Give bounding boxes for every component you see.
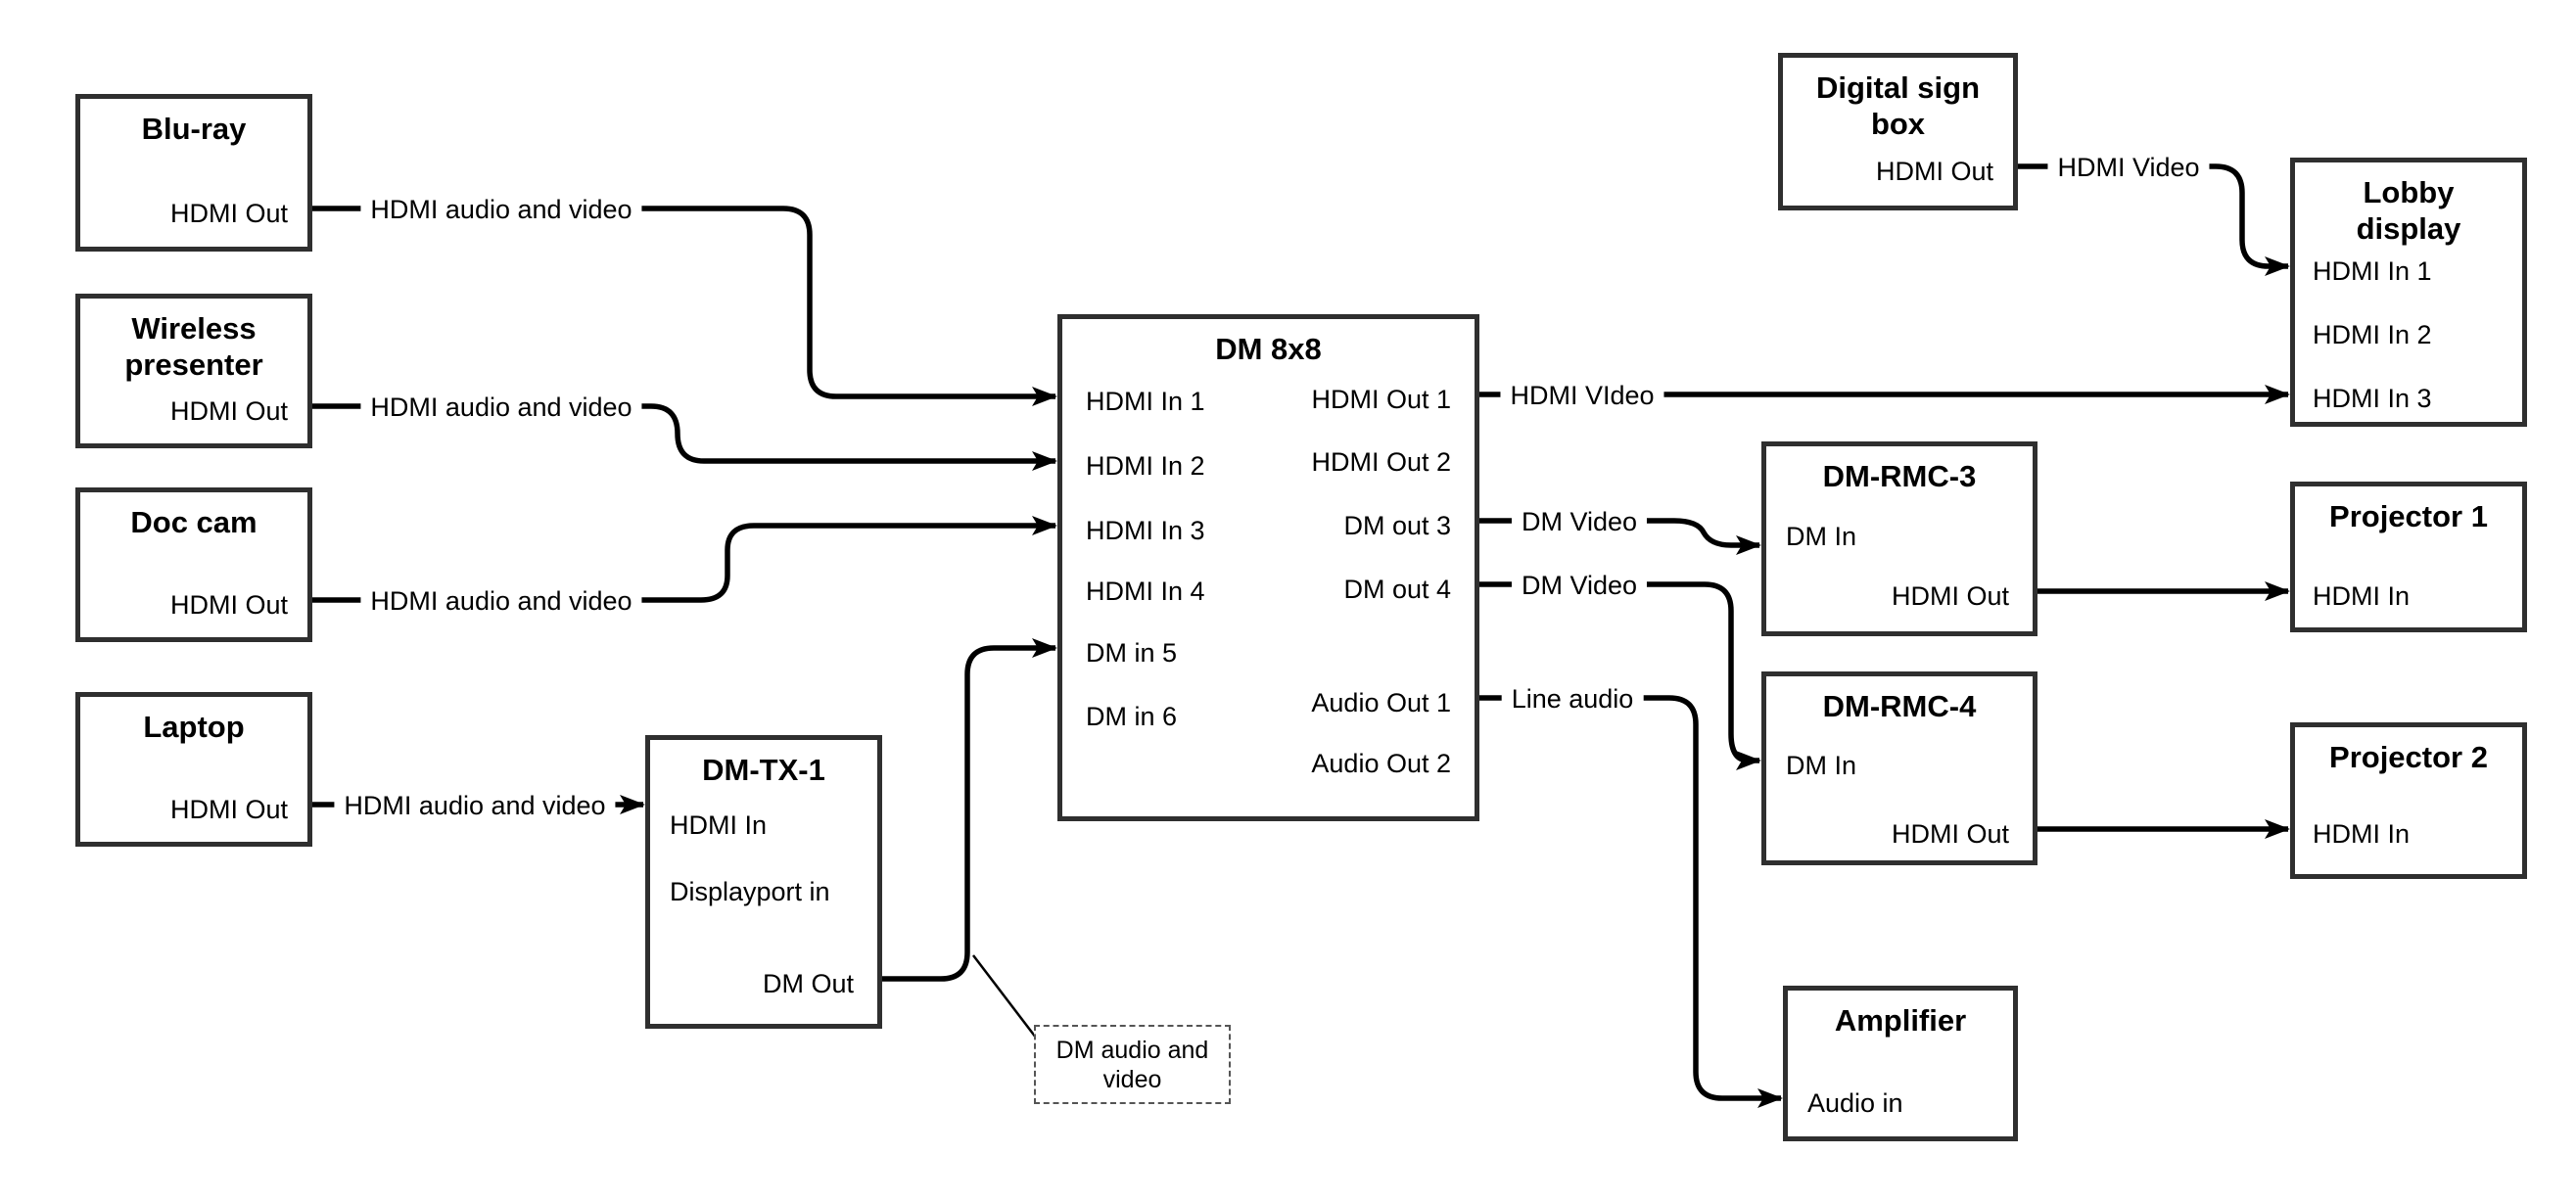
wire-dm8x8-out4-to-dmrmc4	[1479, 581, 1761, 770]
node-title: Laptop	[143, 710, 245, 744]
port-hdmi-out: HDMI Out	[169, 199, 288, 228]
node-title: Blu-ray	[141, 112, 247, 146]
node-title: Amplifier	[1834, 1003, 1967, 1038]
wire-doccam-to-dm8x8-in3	[312, 516, 1057, 603]
port-audio-out-2: Audio Out 2	[1311, 749, 1451, 778]
wire-label-hdmi-video-lobby: HDMI VIdeo	[1500, 379, 1664, 412]
wire-dm8x8-aout1-to-amplifier	[1479, 695, 1783, 1108]
node-amplifier: Amplifier Audio in	[1783, 986, 2018, 1141]
wire-wireless-to-dm8x8-in2	[312, 403, 1057, 471]
port-hdmi-out-1: HDMI Out 1	[1311, 385, 1451, 414]
wire-label-line-audio: Line audio	[1501, 682, 1644, 716]
port-audio-out-1: Audio Out 1	[1311, 688, 1451, 717]
wire-label-dm-video-3: DM Video	[1511, 505, 1648, 538]
port-dm-in: DM In	[1786, 751, 1857, 780]
node-dm-8x8-switcher: DM 8x8 HDMI In 1 HDMI In 2 HDMI In 3 HDM…	[1057, 314, 1479, 821]
node-dm-tx-1: DM-TX-1 HDMI In Displayport in DM Out	[645, 735, 882, 1029]
wire-digitalsign-to-lobby-in1	[2018, 163, 2290, 276]
port-hdmi-in-2: HDMI In 2	[2313, 320, 2432, 349]
node-digital-sign-box: Digital sign box HDMI Out	[1778, 53, 2018, 210]
wire-label-hdmi-av-doccam: HDMI audio and video	[360, 584, 642, 618]
port-displayport-in: Displayport in	[670, 877, 830, 906]
port-dm-in-5: DM in 5	[1086, 638, 1178, 668]
node-title: DM 8x8	[1215, 332, 1322, 366]
port-hdmi-out-2: HDMI Out 2	[1311, 447, 1451, 477]
port-hdmi-out: HDMI Out	[169, 590, 288, 620]
wire-bluray-to-dm8x8-in1	[312, 206, 1057, 406]
node-blu-ray: Blu-ray HDMI Out	[75, 94, 312, 252]
node-title: DM-TX-1	[702, 753, 825, 787]
node-dm-rmc-3: DM-RMC-3 DM In HDMI Out	[1761, 441, 2037, 636]
port-hdmi-in-1: HDMI In 1	[1086, 387, 1205, 416]
node-title: Wireless presenter	[124, 311, 263, 382]
node-title: Digital sign box	[1815, 70, 1981, 141]
port-hdmi-in: HDMI In	[2313, 819, 2411, 849]
node-doc-cam: Doc cam HDMI Out	[75, 487, 312, 642]
port-dm-out-4: DM out 4	[1343, 575, 1451, 604]
node-title: Projector 1	[2329, 499, 2488, 533]
wire-label-hdmi-av-bluray: HDMI audio and video	[360, 193, 642, 226]
node-lobby-display: Lobby display HDMI In 1 HDMI In 2 HDMI I…	[2290, 158, 2527, 427]
port-hdmi-in-4: HDMI In 4	[1086, 577, 1205, 606]
node-projector-1: Projector 1 HDMI In	[2290, 482, 2527, 632]
port-dm-in: DM In	[1786, 522, 1857, 551]
note-callout-line	[972, 954, 1037, 1039]
node-title: DM-RMC-4	[1822, 689, 1977, 723]
node-laptop: Laptop HDMI Out	[75, 692, 312, 847]
port-hdmi-in-3: HDMI In 3	[2313, 384, 2432, 413]
note-dm-audio-and-video: DM audio and video	[1034, 1025, 1231, 1104]
node-wireless-presenter: Wireless presenter HDMI Out	[75, 294, 312, 448]
wire-label-hdmi-av-wireless: HDMI audio and video	[360, 391, 642, 424]
wire-label-hdmi-video-sign: HDMI Video	[2047, 151, 2210, 184]
node-title: DM-RMC-3	[1822, 459, 1977, 493]
node-dm-rmc-4: DM-RMC-4 DM In HDMI Out	[1761, 671, 2037, 865]
port-hdmi-out: HDMI Out	[1891, 581, 2009, 611]
node-title: Doc cam	[130, 505, 258, 539]
wire-label-dm-video-4: DM Video	[1511, 569, 1648, 602]
port-dm-out: DM Out	[762, 969, 854, 998]
port-hdmi-out: HDMI Out	[1891, 819, 2009, 849]
port-hdmi-out: HDMI Out	[169, 396, 288, 426]
node-title: Projector 2	[2329, 740, 2488, 774]
port-hdmi-in: HDMI In	[2313, 581, 2411, 611]
port-hdmi-in-3: HDMI In 3	[1086, 516, 1205, 545]
port-hdmi-out: HDMI Out	[169, 795, 288, 824]
port-dm-in-6: DM in 6	[1086, 702, 1178, 731]
node-title: Lobby display	[2356, 175, 2461, 246]
port-dm-out-3: DM out 3	[1343, 511, 1451, 540]
wire-dm8x8-out3-to-dmrmc3	[1479, 518, 1761, 555]
port-hdmi-in: HDMI In	[670, 810, 768, 840]
wire-label-hdmi-av-laptop: HDMI audio and video	[334, 789, 616, 822]
port-hdmi-in-1: HDMI In 1	[2313, 256, 2432, 286]
port-hdmi-in-2: HDMI In 2	[1086, 451, 1205, 481]
port-audio-in: Audio in	[1807, 1088, 1903, 1118]
wire-dmtx1-to-dm8x8-in5	[882, 638, 1057, 982]
port-hdmi-out: HDMI Out	[1875, 157, 1993, 186]
node-projector-2: Projector 2 HDMI In	[2290, 722, 2527, 879]
